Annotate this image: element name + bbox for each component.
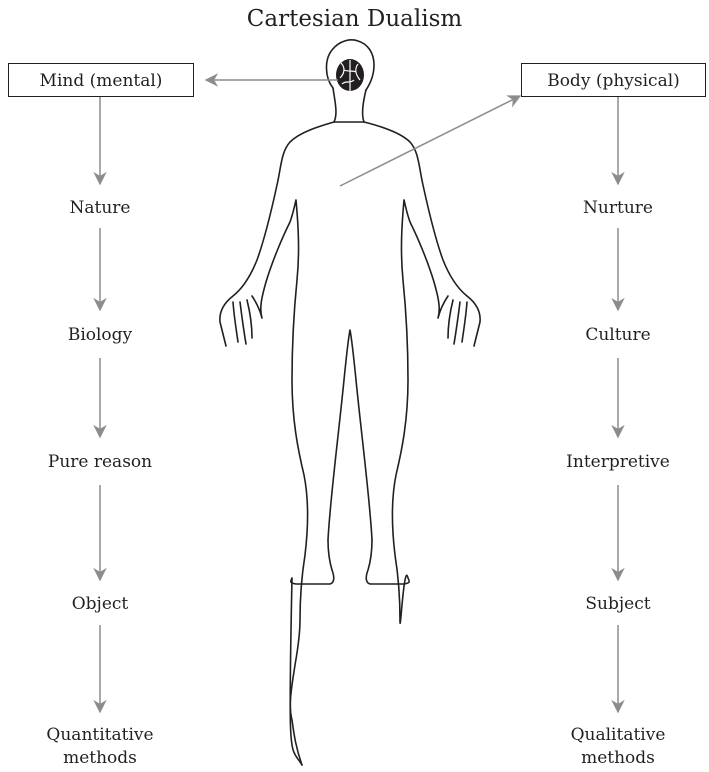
right-final-line2: methods (518, 746, 709, 770)
right-foot (366, 540, 409, 623)
neck-outline (333, 88, 366, 122)
inner-legs (328, 330, 372, 540)
left-final-line2: methods (0, 746, 200, 770)
right-step-interpretive: Interpretive (518, 450, 709, 474)
left-step-biology: Biology (0, 323, 200, 347)
left-final-line1: Quantitative (0, 723, 200, 747)
right-final-line1: Qualitative (518, 723, 709, 747)
left-step-object: Object (0, 592, 200, 616)
left-body-outline (220, 122, 334, 765)
right-step-subject: Subject (518, 592, 709, 616)
left-step-nature: Nature (0, 196, 200, 220)
right-step-nurture: Nurture (518, 196, 709, 220)
mind-box: Mind (mental) (8, 63, 194, 97)
arrow-body-to-body-box (340, 96, 520, 186)
right-step-culture: Culture (518, 323, 709, 347)
brain-icon (336, 59, 364, 92)
human-figure (220, 40, 480, 765)
right-body-outline (364, 122, 480, 620)
left-step-pure-reason: Pure reason (0, 450, 200, 474)
body-box: Body (physical) (521, 63, 706, 97)
